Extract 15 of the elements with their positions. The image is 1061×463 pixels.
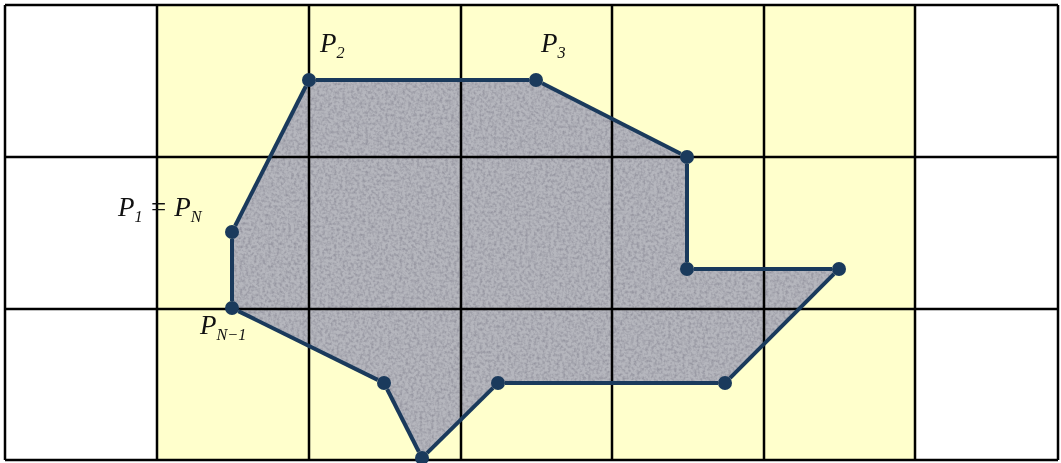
polygon-edge bbox=[316, 78, 529, 82]
polygon-edge bbox=[237, 309, 379, 382]
vertex-dot bbox=[415, 451, 429, 463]
polygon-edge bbox=[230, 239, 234, 301]
polygon-edge bbox=[425, 386, 495, 455]
polygon-edge bbox=[385, 388, 421, 453]
polygon-edge bbox=[685, 164, 689, 262]
polygon-edge bbox=[233, 85, 308, 227]
polygon-edge bbox=[505, 381, 718, 385]
vertex-label: P$_{3}$ bbox=[541, 30, 566, 61]
polygon-edge bbox=[541, 81, 682, 156]
polygon-edge bbox=[694, 267, 832, 271]
vertex-label: P$_{N−1}$ bbox=[200, 312, 247, 343]
polygon-edge bbox=[728, 272, 836, 380]
vertex-label: P$_{2}$ bbox=[320, 30, 345, 61]
